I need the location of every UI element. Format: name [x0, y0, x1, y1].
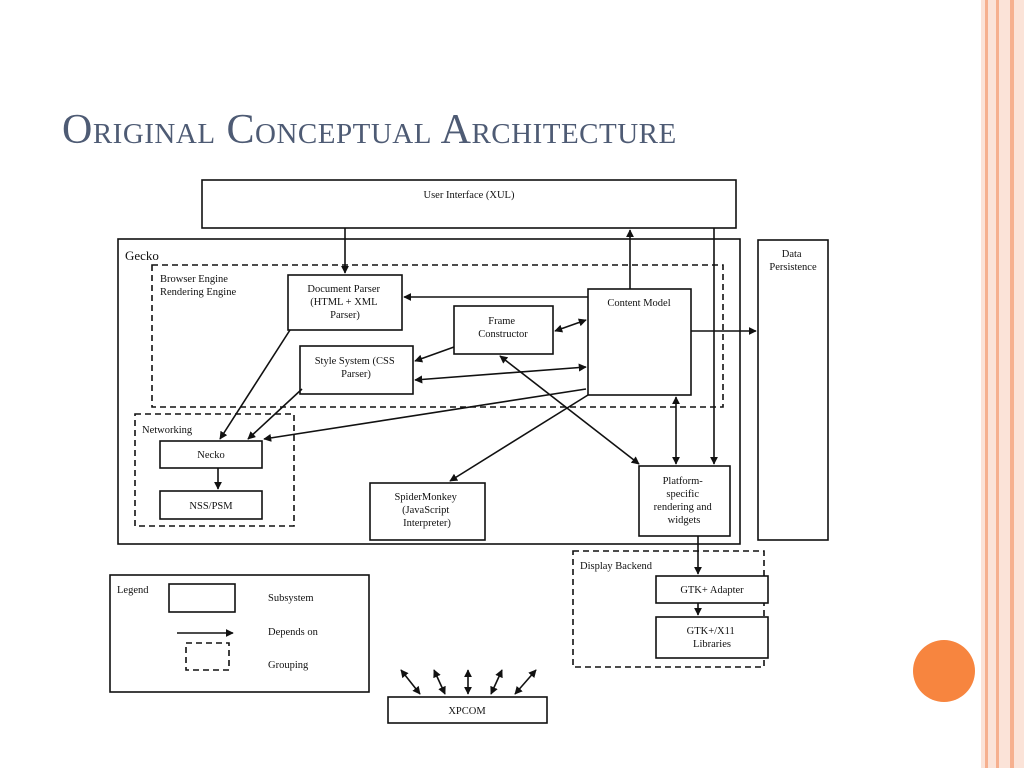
data-persistence-label: Data Persistence [769, 249, 817, 273]
arrow-document-parser-to-necko [219, 329, 291, 440]
gecko-group [117, 238, 741, 545]
nss-psm-box [159, 490, 263, 520]
nss-psm-label: NSS/PSM [189, 501, 233, 512]
user-interface-label: User Interface (XUL) [424, 190, 515, 201]
content-model-label: Content Model [607, 298, 670, 309]
document-parser-label: Document Parser (HTML + XML Parser) [307, 284, 382, 321]
spidermonkey-label: SpiderMonkey (JavaScript Interpreter) [394, 492, 459, 529]
legend-subsystem-swatch [168, 583, 236, 613]
style-system-label: Style System (CSS Parser) [315, 356, 398, 380]
gtk-libraries-label: GTK+/X11 Libraries [687, 626, 738, 650]
necko-label: Necko [197, 450, 224, 461]
frame-constructor-box [453, 305, 554, 355]
edge-stripe-line-1 [985, 0, 988, 768]
gtk-libraries-box [655, 616, 769, 659]
edge-stripe-line-2 [996, 0, 999, 768]
legend-box [109, 574, 370, 693]
document-parser-box [287, 274, 403, 331]
networking-label: Networking [142, 425, 193, 436]
arrow-content-model-to-necko [263, 388, 587, 442]
legend-grouping-label: Grouping [268, 660, 309, 671]
display-backend-group [572, 550, 765, 668]
edge-stripe-line-3 [1010, 0, 1014, 768]
xpcom-arrow-1 [400, 669, 421, 695]
gtk-adapter-label: GTK+ Adapter [680, 585, 744, 596]
xpcom-label: XPCOM [448, 706, 486, 717]
xpcom-box [387, 696, 548, 724]
gtk-adapter-box [655, 575, 769, 604]
necko-box [159, 440, 263, 469]
browser-engine-group [151, 264, 724, 408]
gecko-label: Gecko [125, 248, 159, 263]
arrow-frame-constructor-content-model [554, 318, 587, 333]
decorative-orange-dot [913, 640, 975, 702]
arrow-style-system-content-model [414, 363, 587, 384]
data-persistence-box [757, 239, 829, 541]
platform-rendering-box [638, 465, 731, 537]
legend-grouping-swatch [185, 642, 230, 671]
legend-title: Legend [117, 585, 149, 596]
arrow-frame-constructor-platform-rendering [499, 355, 640, 465]
xpcom-arrow-5 [514, 669, 537, 695]
platform-rendering-label: Platform- specific rendering and widgets [654, 476, 715, 526]
arrow-style-system-to-necko [247, 388, 303, 440]
networking-group [134, 413, 295, 527]
arrow-frame-constructor-to-style-system [414, 346, 455, 363]
xpcom-arrow-4 [490, 669, 503, 695]
legend-depends-label: Depends on [268, 627, 319, 638]
style-system-box [299, 345, 414, 395]
slide-title: Original Conceptual Architecture [62, 107, 677, 153]
spidermonkey-box [369, 482, 486, 541]
browser-engine-label: Browser Engine Rendering Engine [160, 274, 236, 298]
frame-constructor-label: Frame Constructor [478, 316, 528, 340]
display-backend-label: Display Backend [580, 561, 653, 572]
xpcom-arrow-2 [433, 669, 446, 695]
legend-subsystem-label: Subsystem [268, 593, 314, 604]
user-interface-box [201, 179, 737, 229]
edge-stripe-light [981, 0, 1024, 768]
